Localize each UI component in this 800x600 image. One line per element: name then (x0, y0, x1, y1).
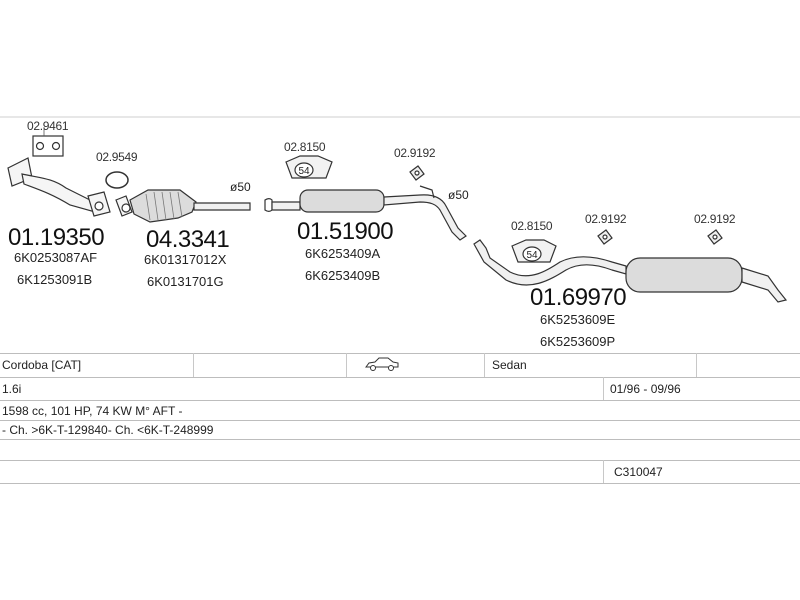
table-rule (0, 439, 800, 440)
mount-ref-label: 02.8150 (511, 219, 553, 233)
table-divider (603, 377, 604, 400)
ring-ref-label: 02.9549 (96, 150, 138, 164)
catalog-code-cell: C310047 (614, 465, 663, 479)
svg-text:54: 54 (526, 250, 538, 261)
table-rule (0, 420, 800, 421)
car-icon (364, 356, 400, 375)
svg-text:54: 54 (298, 166, 310, 177)
table-divider (696, 353, 697, 377)
rubber-mount-icon: 54 (285, 155, 333, 179)
table-divider (346, 353, 347, 377)
oe-number: 6K6253409B (305, 268, 381, 283)
oe-number: 6K5253609P (540, 334, 616, 349)
catalyst-drawing (115, 189, 251, 223)
gasket-icon (32, 135, 64, 157)
part-number: 01.69970 (530, 284, 627, 311)
part-number: 04.3341 (146, 226, 230, 253)
diameter-label: ø50 (448, 188, 469, 202)
rubber-mount-icon: 54 (511, 239, 557, 263)
table-rule (0, 483, 800, 484)
oe-number: 6K01317012X (144, 252, 227, 267)
model-cell: Cordoba [CAT] (2, 358, 82, 372)
part-number: 01.51900 (297, 218, 394, 245)
table-divider (193, 353, 194, 377)
hanger-icon (597, 229, 613, 245)
hanger-ref-label: 02.9192 (585, 212, 627, 226)
mount-ref-label: 02.8150 (284, 140, 326, 154)
table-divider (603, 460, 604, 483)
part-number: 01.19350 (8, 224, 105, 251)
spec-cell: 1598 cc, 101 HP, 74 KW M° AFT - (2, 404, 183, 418)
exhaust-drawing: 54 54 (0, 116, 800, 303)
table-rule (0, 353, 800, 354)
oe-number: 6K1253091B (17, 272, 93, 287)
years-cell: 01/96 - 09/96 (610, 382, 681, 396)
hanger-icon (707, 229, 723, 245)
chassis-cell: - Ch. >6K-T-129840- Ch. <6K-T-248999 (2, 423, 214, 437)
table-rule (0, 377, 800, 378)
oe-number: 6K0131701G (147, 274, 224, 289)
oe-number: 6K5253609E (540, 312, 616, 327)
oe-number: 6K0253087AF (14, 250, 98, 265)
oe-number: 6K6253409A (305, 246, 381, 261)
engine-cell: 1.6i (2, 382, 22, 396)
front-pipe-drawing (7, 157, 111, 217)
seal-ring-icon (105, 171, 129, 189)
middle-silencer-drawing (264, 189, 467, 241)
diameter-label: ø50 (230, 180, 251, 194)
hanger-icon (409, 165, 435, 199)
table-divider (484, 353, 485, 377)
hanger-ref-label: 02.9192 (394, 146, 436, 160)
rear-silencer-drawing (473, 239, 788, 303)
table-rule (0, 460, 800, 461)
body-type-cell: Sedan (492, 358, 527, 372)
gasket-ref-label: 02.9461 (27, 119, 69, 133)
table-rule (0, 400, 800, 401)
hanger-ref-label: 02.9192 (694, 212, 736, 226)
